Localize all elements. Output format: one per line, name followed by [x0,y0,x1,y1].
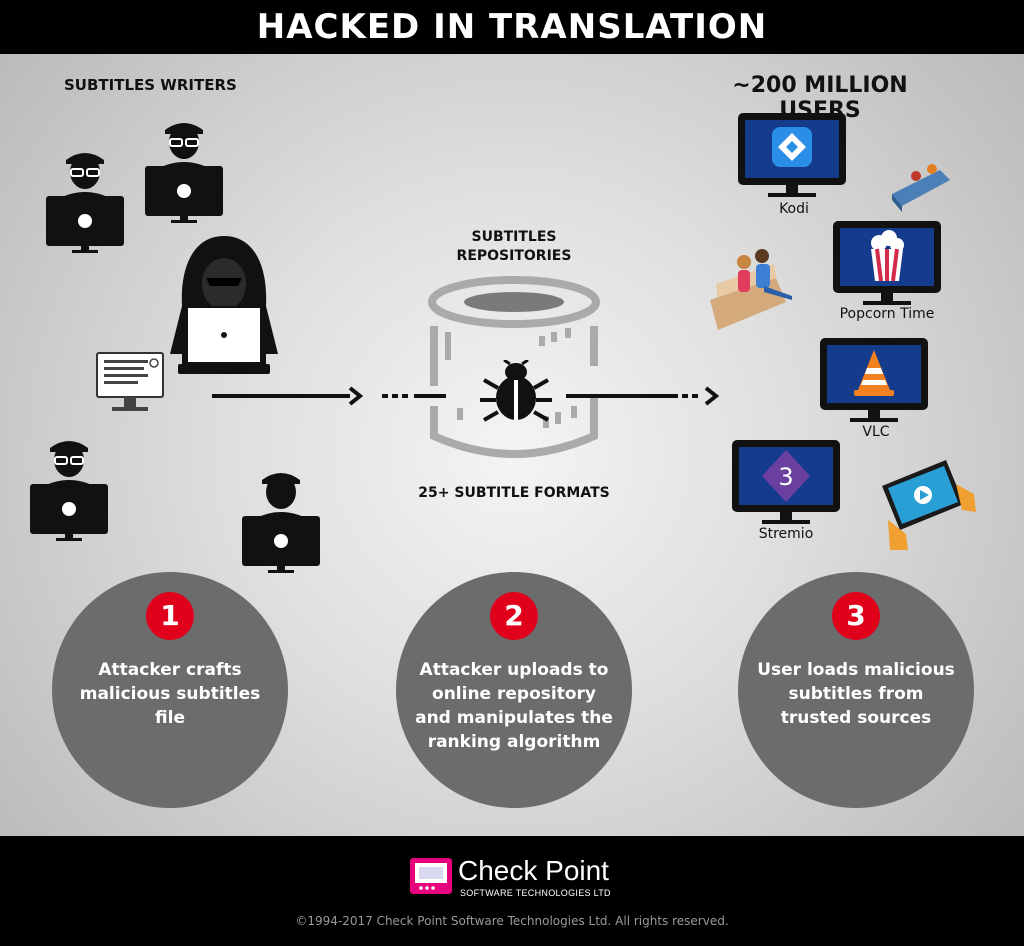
flow-arrow-icon [212,386,446,406]
step-number-badge: 2 [490,592,538,640]
tablet-in-hands-icon [882,460,976,550]
tv-popcorn-time-icon [833,221,941,305]
users-count-label: ~200 MILLION USERS [732,73,908,123]
app-label-vlc: VLC [862,424,890,440]
footer [0,836,1024,946]
writer-icon [242,473,320,573]
step-circle: 1 Attacker crafts malicious subtitles fi… [52,572,288,808]
brand-name: Check Point [458,855,609,886]
couple-on-sofa-icon [710,249,792,330]
app-label-stremio: Stremio [758,526,814,542]
svg-text:3: 3 [778,463,793,491]
step-circle: 3 User loads malicious subtitles from tr… [738,572,974,808]
check-point-logo-icon [410,858,452,894]
brand-tagline: SOFTWARE TECHNOLOGIES LTD [460,888,611,898]
page-title: HACKED IN TRANSLATION [0,0,1024,54]
writer-icon [145,123,223,223]
step-description: User loads malicious subtitles from trus… [757,660,955,728]
hooded-attacker-icon [170,236,278,374]
app-label-popcorn-time: Popcorn Time [839,306,935,322]
copyright-text: ©1994-2017 Check Point Software Technolo… [295,914,729,928]
subtitle-file-monitor-icon [96,352,164,411]
tv-stremio-icon: 3 [732,440,840,524]
repository-label: SUBTITLES REPOSITORIES [456,229,572,264]
step-description: Attacker crafts malicious subtitles file [79,660,261,728]
formats-label: 25+ SUBTITLE FORMATS [418,485,610,501]
step-circle: 2 Attacker uploads to online repository … [396,572,632,808]
flow-arrow-icon [566,386,720,406]
app-label-kodi: Kodi [779,201,809,217]
tv-vlc-icon [820,338,928,422]
bug-icon [480,360,552,422]
tv-kodi-icon [738,113,846,197]
step-number-badge: 1 [146,592,194,640]
writer-icon [46,153,124,253]
step-description: Attacker uploads to online repository an… [415,660,613,752]
subtitles-writers-label: SUBTITLES WRITERS [64,76,237,94]
step-number-badge: 3 [832,592,880,640]
repository-database-icon [428,276,600,458]
writer-icon [30,441,108,541]
cinema-seats-icon [892,164,950,212]
